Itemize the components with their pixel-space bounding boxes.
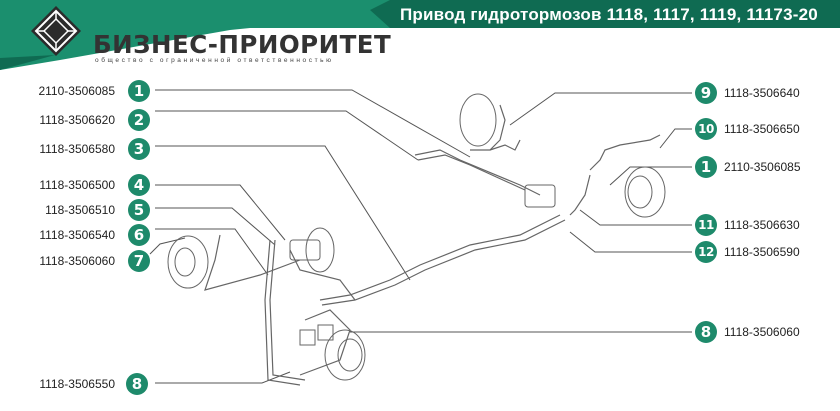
callout-badge: 1 (695, 156, 717, 178)
callout-badge: 11 (695, 214, 717, 236)
callout-badge: 10 (695, 118, 717, 140)
page-title: Привод гидротормозов 1118, 1117, 1119, 1… (400, 5, 818, 24)
callout-badge: 3 (128, 138, 150, 160)
callout-badge: 5 (128, 199, 150, 221)
part-number-label: 1118-3506650 (724, 122, 800, 136)
callout-badge: 9 (695, 82, 717, 104)
part-number-label: 2110-3506085 (724, 160, 801, 174)
part-number-label: 1118-3506060 (724, 325, 800, 339)
brand-tagline: общество с ограниченной ответственностью (95, 57, 334, 64)
part-number-label: 1118-3506590 (724, 245, 800, 259)
callout-badge: 12 (695, 241, 717, 263)
callout-badge: 1 (128, 80, 150, 102)
brand-name: БИЗНЕС-ПРИОРИТЕТ (93, 30, 392, 59)
part-number-label: 1118-3506630 (724, 218, 800, 232)
part-number-label: 118-3506510 (45, 203, 115, 217)
part-number-label: 2110-3506085 (38, 84, 115, 98)
header-band (0, 0, 840, 70)
diamond-logo-icon (31, 6, 81, 56)
callout-badge: 2 (128, 109, 150, 131)
callout-badge: 6 (128, 224, 150, 246)
callout-badge: 4 (128, 174, 150, 196)
callout-badge: 8 (695, 321, 717, 343)
part-number-label: 1118-3506580 (39, 142, 115, 156)
part-number-label: 1118-3506640 (724, 86, 800, 100)
callout-badge: 8 (126, 373, 148, 395)
part-number-label: 1118-3506500 (39, 178, 115, 192)
part-number-label: 1118-3506550 (39, 377, 115, 391)
part-number-label: 1118-3506620 (39, 113, 115, 127)
callout-badge: 7 (128, 250, 150, 272)
part-number-label: 1118-3506540 (39, 228, 115, 242)
part-number-label: 1118-3506060 (39, 254, 115, 268)
